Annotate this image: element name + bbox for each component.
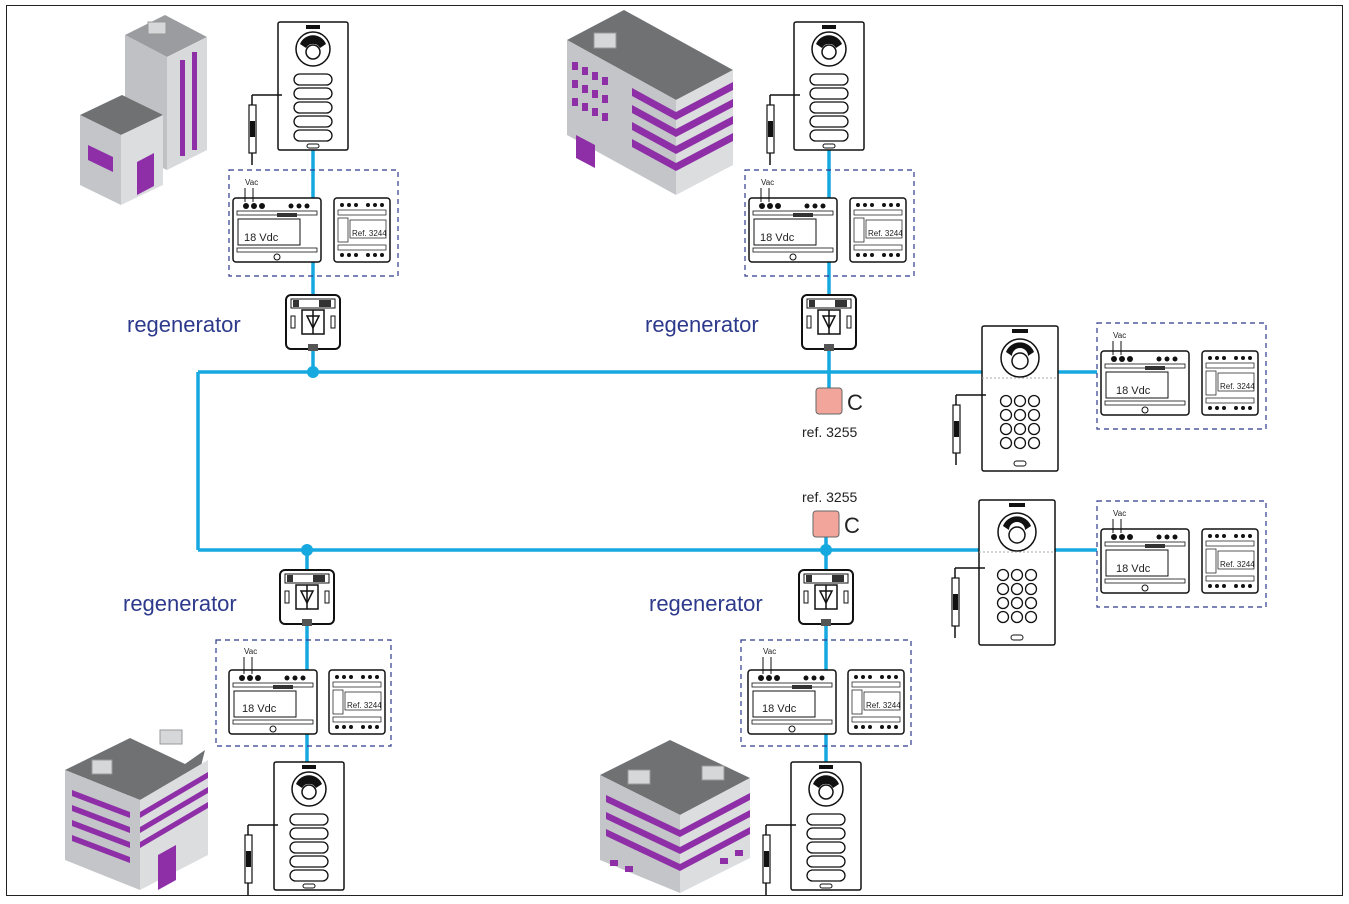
psu-voltage: 18 Vdc xyxy=(242,703,277,715)
terminator-upper: C ref. 3255 xyxy=(802,387,863,440)
terminator-mark: C xyxy=(844,513,860,538)
keypad-panel-icon xyxy=(978,499,1056,646)
terminator-ref: ref. 3255 xyxy=(802,489,857,505)
terminator-mark: C xyxy=(847,390,863,415)
psu-label: Vac xyxy=(1113,509,1126,518)
door-lock-icon xyxy=(952,394,987,466)
distributor-ref: Ref. 3244 xyxy=(1220,382,1255,391)
regenerator-icon xyxy=(285,294,341,352)
terminator-ref: ref. 3255 xyxy=(802,424,857,440)
distributor-ref: Ref. 3244 xyxy=(352,229,387,238)
psu-label: Vac xyxy=(244,647,257,656)
building-icon xyxy=(600,740,750,893)
power-group: Vac 18 Vdc Ref. 3244 xyxy=(215,639,392,747)
power-supply-icon xyxy=(232,197,322,263)
psu-label: Vac xyxy=(1113,331,1126,340)
power-group: Vac 18 Vdc Ref. 3244 xyxy=(1096,500,1267,608)
regenerator-label: regenerator xyxy=(649,591,763,616)
power-group: Vac 18 Vdc Ref. 3244 xyxy=(744,169,915,277)
door-lock-icon xyxy=(244,824,279,896)
power-supply-icon xyxy=(1100,350,1190,416)
power-supply-icon xyxy=(748,197,838,263)
psu-voltage: 18 Vdc xyxy=(762,703,797,715)
door-lock-icon xyxy=(248,94,283,166)
building-icon xyxy=(65,729,208,890)
terminator-lower: ref. 3255 C xyxy=(802,489,860,538)
power-supply-icon xyxy=(228,669,318,735)
distributor-ref: Ref. 3244 xyxy=(868,229,903,238)
psu-voltage: 18 Vdc xyxy=(1116,385,1151,397)
psu-label: Vac xyxy=(763,647,776,656)
door-panel-icon xyxy=(793,21,865,151)
distributor-ref: Ref. 3244 xyxy=(866,701,901,710)
psu-voltage: 18 Vdc xyxy=(760,232,795,244)
psu-voltage: 18 Vdc xyxy=(1116,563,1151,575)
distributor-ref: Ref. 3244 xyxy=(1220,560,1255,569)
building-icon xyxy=(567,10,733,195)
power-group: Vac 18 Vdc Ref. 3244 xyxy=(740,639,912,747)
door-panel-icon xyxy=(277,21,349,151)
door-panel-icon xyxy=(273,761,345,891)
regenerator-icon xyxy=(798,569,854,627)
door-panel-icon xyxy=(790,761,862,891)
regenerator-label: regenerator xyxy=(127,312,241,337)
psu-label: Vac xyxy=(761,178,774,187)
bus-junctions xyxy=(301,366,832,556)
regenerator-icon xyxy=(801,294,857,352)
psu-voltage: 18 Vdc xyxy=(244,232,279,244)
regenerator-label: regenerator xyxy=(645,312,759,337)
regenerator-icon xyxy=(279,569,335,627)
building-icon xyxy=(80,15,207,205)
psu-label: Vac xyxy=(245,178,258,187)
power-supply-icon xyxy=(1100,528,1190,594)
distributor-ref: Ref. 3244 xyxy=(347,701,382,710)
regenerator-label: regenerator xyxy=(123,591,237,616)
power-group: Vac 18 Vdc Ref. 3244 xyxy=(1096,322,1267,430)
power-supply-icon xyxy=(747,669,837,735)
keypad-panel-icon xyxy=(981,325,1059,472)
power-group: Vac 18 Vdc Ref. 3244 xyxy=(228,169,399,277)
